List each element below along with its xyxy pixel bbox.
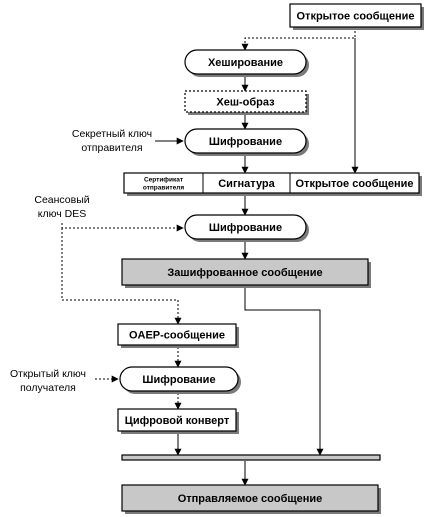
node-sent-message: Отправляемое сообщение xyxy=(121,484,381,514)
open-message-top-text: Открытое сообщение xyxy=(297,11,415,23)
hash-image-text: Хеш-образ xyxy=(216,97,275,109)
public-key-line1: Открытый ключ xyxy=(10,368,86,380)
public-key-line2: получателя xyxy=(20,382,76,394)
node-encryption-2: Шифрование xyxy=(184,214,309,242)
node-hashing: Хеширование xyxy=(184,49,309,77)
oaep-message-text: OAEP-сообщение xyxy=(129,330,225,342)
node-digital-envelope: Цифровой конверт xyxy=(117,408,239,434)
node-message-row: Сертификат отправителя Сигнатура Открыто… xyxy=(123,172,422,196)
node-open-message-top: Открытое сообщение xyxy=(289,3,424,30)
signature-text: Сигнатура xyxy=(218,178,275,190)
encryption-2-text: Шифрование xyxy=(209,222,282,234)
arrow-session-key-to-oaep xyxy=(61,228,182,325)
arrow-encrypted-to-bus xyxy=(244,287,324,456)
arrow-session-key-to-enc2 xyxy=(61,223,184,232)
certificate-line1: Сертификат xyxy=(144,177,183,184)
digital-envelope-text: Цифровой конверт xyxy=(125,415,230,427)
node-encrypted-message: Зашифрованное сообщение xyxy=(121,258,371,288)
encrypted-message-text: Зашифрованное сообщение xyxy=(167,267,322,279)
node-encryption-3: Шифрование xyxy=(119,366,241,394)
merge-bus xyxy=(121,454,381,461)
connectors xyxy=(61,27,359,486)
session-key-line1: Сеансовый xyxy=(34,194,89,206)
node-oaep-message: OAEP-сообщение xyxy=(117,323,239,348)
secret-key-line1: Секретный ключ xyxy=(72,128,152,140)
encryption-1-text: Шифрование xyxy=(209,136,282,148)
certificate-line2: отправителя xyxy=(143,185,184,192)
session-key-line2: ключ DES xyxy=(38,208,86,220)
node-encryption-1: Шифрование xyxy=(184,128,309,156)
arrow-open-to-hashing xyxy=(241,27,356,51)
node-hash-image: Хеш-образ xyxy=(184,90,309,115)
hashing-text: Хеширование xyxy=(208,57,283,69)
open-message-row-text: Открытое сообщение xyxy=(296,178,414,190)
sent-message-text: Отправляемое сообщение xyxy=(178,493,323,505)
label-public-key: Открытый ключ получателя xyxy=(10,368,86,394)
label-secret-key: Секретный ключ отправителя xyxy=(72,128,152,154)
secret-key-line2: отправителя xyxy=(81,142,142,154)
label-session-key: Сеансовый ключ DES xyxy=(34,194,89,220)
encryption-3-text: Шифрование xyxy=(142,374,215,386)
